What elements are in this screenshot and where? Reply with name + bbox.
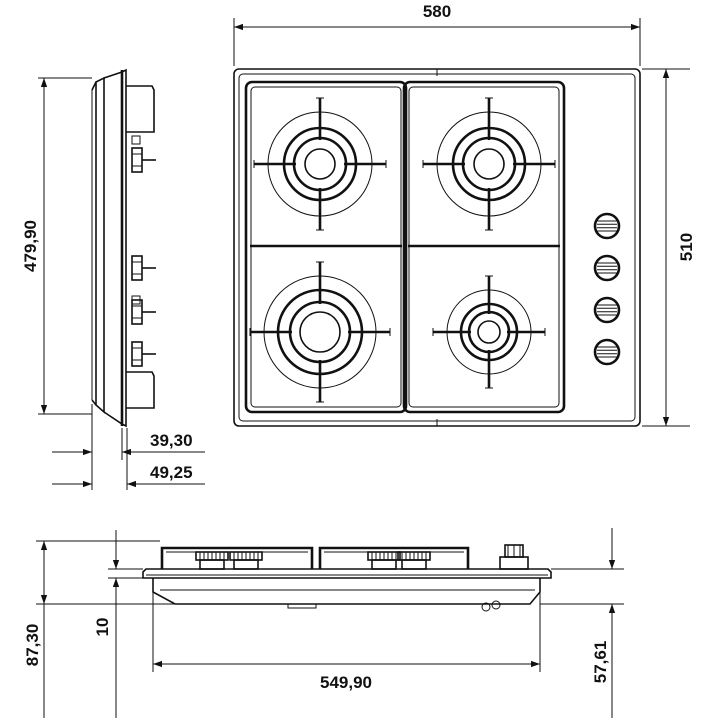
burner-3 bbox=[249, 261, 391, 403]
dim-top-depth: 510 bbox=[677, 233, 696, 261]
side-knob-2 bbox=[131, 255, 156, 281]
burner-2 bbox=[422, 97, 556, 231]
front-burner-3 bbox=[367, 551, 401, 570]
front-view bbox=[142, 544, 552, 612]
grate-left bbox=[244, 80, 408, 414]
side-knob-3 bbox=[131, 299, 156, 325]
dim-front-below: 57,61 bbox=[591, 641, 610, 684]
burner-1 bbox=[253, 97, 387, 231]
side-knob-4 bbox=[131, 341, 156, 367]
dimension-lines bbox=[36, 18, 690, 718]
knob-front bbox=[499, 544, 529, 570]
dim-side-depth-a: 39,30 bbox=[150, 431, 193, 450]
top-view bbox=[233, 68, 641, 427]
knob-2 bbox=[593, 254, 621, 282]
dim-front-total-height: 87,30 bbox=[23, 624, 42, 667]
dim-front-plate: 10 bbox=[93, 618, 112, 637]
burner-4 bbox=[432, 275, 546, 389]
knob-1 bbox=[593, 212, 621, 240]
front-burner-4 bbox=[397, 551, 431, 570]
dim-top-width: 580 bbox=[423, 2, 451, 21]
knob-4 bbox=[593, 338, 621, 366]
knob-3 bbox=[593, 296, 621, 324]
hob-outline bbox=[233, 68, 641, 427]
dim-side-depth-b: 49,25 bbox=[150, 463, 193, 482]
front-burner-1 bbox=[195, 551, 229, 570]
grate-right bbox=[402, 80, 566, 414]
side-knob-1 bbox=[131, 147, 156, 173]
dim-front-cutout-width: 549,90 bbox=[320, 673, 372, 692]
side-view bbox=[91, 68, 156, 428]
front-burner-2 bbox=[229, 551, 263, 570]
dim-side-height: 479,90 bbox=[21, 220, 40, 272]
